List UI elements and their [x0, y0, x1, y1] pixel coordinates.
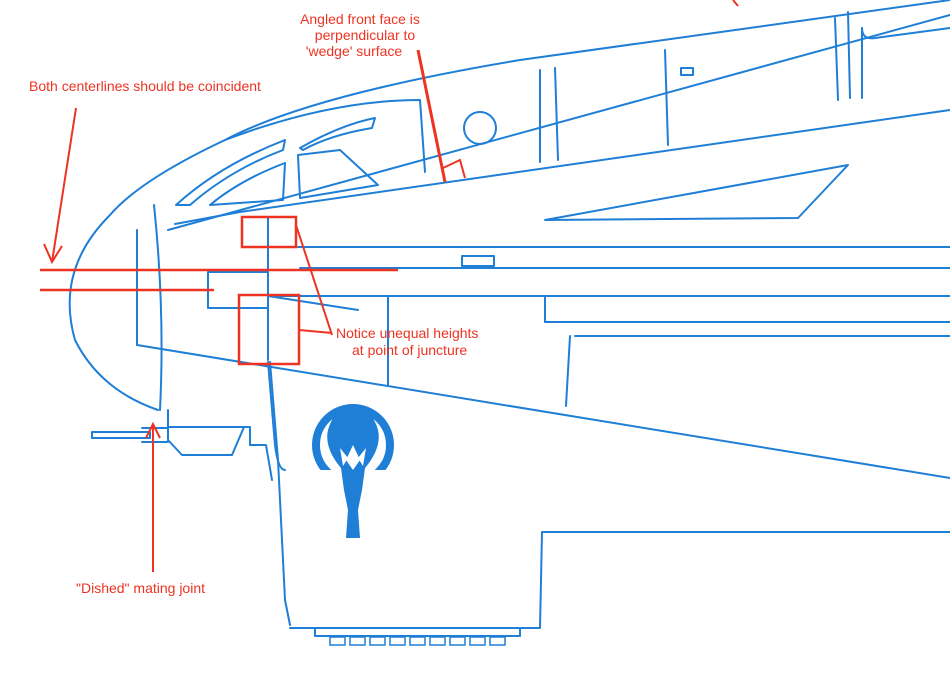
unequal-heights-line1: Notice unequal heights	[336, 325, 478, 341]
annotation-text: Angled front face is perpendicular to 'w…	[29, 11, 478, 596]
imperial-crest-icon	[310, 404, 396, 538]
dished-joint-note: "Dished" mating joint	[76, 580, 205, 596]
angled-face-line2: perpendicular to	[315, 27, 416, 43]
annotation-overlays	[40, 158, 466, 366]
hull-outline	[68, 0, 950, 637]
unequal-heights-line2: at point of juncture	[352, 342, 467, 358]
angled-face-line1: Angled front face is	[300, 11, 420, 27]
bottom-grill	[329, 636, 506, 646]
angled-face-line3: 'wedge' surface	[306, 43, 403, 59]
centerlines-note: Both centerlines should be coincident	[29, 78, 261, 94]
annotation-leaders	[43, 0, 739, 572]
